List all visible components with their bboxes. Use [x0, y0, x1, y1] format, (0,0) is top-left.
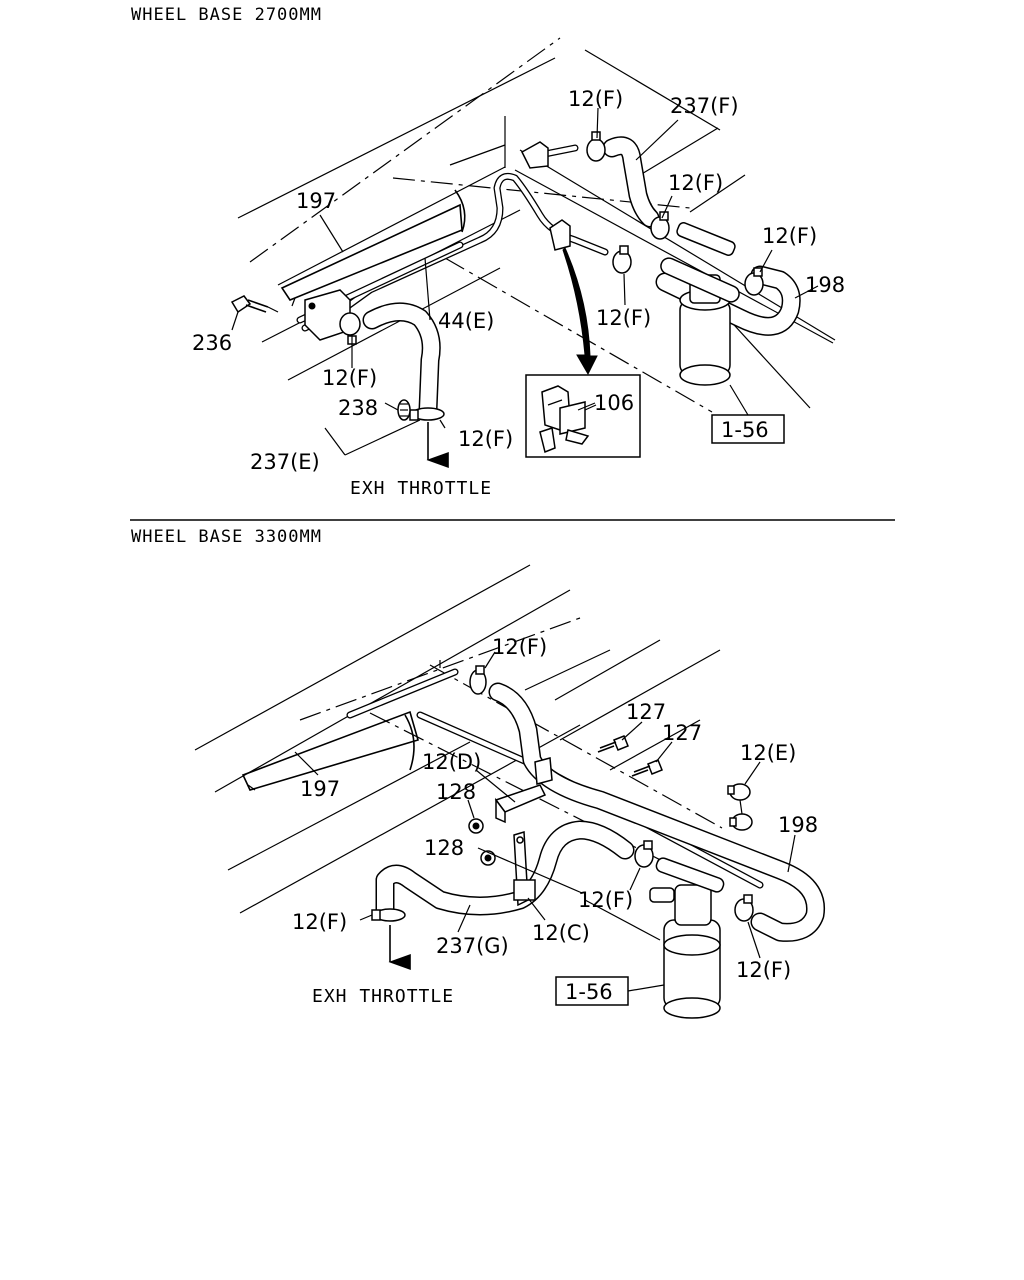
label-12f-left: 12(F) [322, 366, 377, 390]
clip-brackets [304, 141, 571, 341]
hose-clamps [339, 131, 764, 421]
hose-237f [602, 136, 660, 228]
hose-237e [362, 302, 441, 420]
label-12f-bottom: 12(F) [458, 427, 513, 451]
ref-label-1-56: 1-56 [565, 980, 613, 1004]
nut-128a [468, 818, 484, 834]
label-238: 238 [338, 396, 378, 420]
label-106: 106 [594, 391, 634, 415]
leader-lines [231, 107, 819, 456]
nut-128b [480, 850, 496, 866]
pipe-clamp [534, 757, 553, 785]
label-197: 197 [300, 777, 340, 801]
label-12f-center: 12(F) [596, 306, 651, 330]
detail-callout-arrow [562, 247, 598, 376]
label-12f-right: 12(F) [762, 224, 817, 248]
exh-throttle-label: EXH THROTTLE [312, 986, 454, 1007]
ref-box-1-56 [555, 976, 665, 1006]
label-197: 197 [296, 189, 336, 213]
exh-throttle-label: EXH THROTTLE [350, 478, 492, 499]
label-128b: 128 [424, 836, 464, 860]
frame-channel-197 [280, 189, 466, 307]
label-12e: 12(E) [740, 741, 796, 765]
label-12f-left: 12(F) [292, 910, 347, 934]
bracket-12d [494, 784, 547, 824]
hose-198 [488, 682, 826, 942]
label-44e: 44(E) [438, 309, 494, 333]
label-127b: 127 [662, 721, 702, 745]
frame-rail-lines [237, 37, 836, 413]
ref-label-1-56: 1-56 [721, 418, 769, 442]
label-236: 236 [192, 331, 232, 355]
label-128a: 128 [436, 780, 476, 804]
label-198: 198 [778, 813, 818, 837]
vacuum-valve-1-56 [649, 857, 725, 1019]
detail-box-106 [525, 374, 641, 458]
leader-lines [294, 651, 796, 959]
label-198: 198 [805, 273, 845, 297]
label-237e: 237(E) [250, 450, 320, 474]
section-heading: WHEEL BASE 3300MM [131, 527, 322, 547]
bracket-12c [513, 831, 536, 907]
label-12c: 12(C) [532, 921, 590, 945]
label-12f-right: 12(F) [736, 958, 791, 982]
label-237f: 237(F) [670, 94, 739, 118]
frame-channel-197 [241, 710, 419, 791]
bolt-127b [631, 759, 663, 777]
hose-198 [655, 265, 801, 336]
bolt-236 [230, 295, 279, 314]
bolt-127a [597, 735, 629, 753]
section-wheelbase-3300: WHEEL BASE 3300MM [131, 527, 826, 1019]
label-12f-top: 12(F) [492, 635, 547, 659]
label-12f-mid: 12(F) [668, 171, 723, 195]
label-237g: 237(G) [436, 934, 509, 958]
ref-box-1-56 [711, 384, 785, 444]
section-wheelbase-2700: WHEEL BASE 2700MM [131, 5, 845, 499]
label-12d: 12(D) [422, 750, 481, 774]
vacuum-valve-1-56 [660, 222, 740, 386]
label-12f-top: 12(F) [568, 87, 623, 111]
clamp-12e [727, 783, 753, 831]
hose-clamps [371, 665, 754, 922]
grommet-238 [397, 399, 411, 421]
label-127a: 127 [626, 700, 666, 724]
section-heading: WHEEL BASE 2700MM [131, 5, 322, 25]
label-12f-mid: 12(F) [578, 888, 633, 912]
